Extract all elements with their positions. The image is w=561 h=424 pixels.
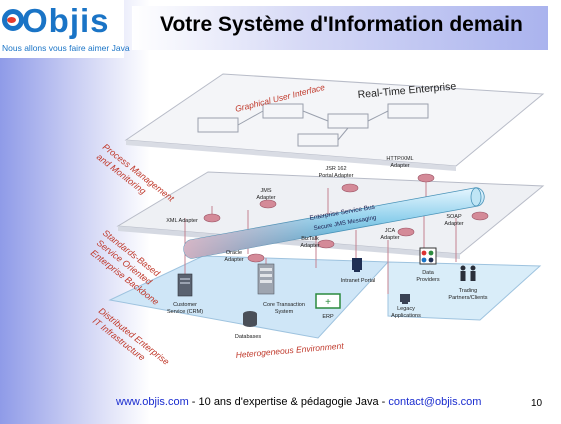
jsr-adapter-label-2: Portal Adapter [319,173,354,179]
core-label-2: System [275,309,294,315]
gui-layer-plane [124,73,545,167]
intranet-label: Intranet Portal [341,278,376,284]
erp-icon: + [315,293,341,309]
jms-adapter-label-1: JMS [261,188,272,194]
crm-label-2: Service (CRM) [167,309,203,315]
core-transaction-icon [257,263,275,295]
legacy-label-2: Applications [391,313,421,319]
biztalk-adapter-node [317,239,335,249]
soap-adapter-node [471,211,489,221]
jsr-adapter-node [341,183,359,193]
biztalk-adapter-label-2: Adapter [300,243,319,249]
oracle-adapter-node [247,253,265,263]
biztalk-adapter-label-1: BizTalk [301,236,319,242]
footer: www.objis.com - 10 ans d'expertise & péd… [116,396,481,408]
oracle-adapter-label-1: Oracle [226,250,242,256]
legacy-label-1: Legacy [397,306,415,312]
email-link[interactable]: contact@objis.com [388,396,482,408]
logo-text: Objis [22,2,110,39]
trading-label-2: Partners/Clients [448,295,487,301]
page-number: 10 [531,398,543,409]
data-providers-label-2: Providers [416,277,439,283]
http-adapter-label-1: HTTP/XML [386,156,413,162]
left-gradient-background [0,0,150,424]
soa-layer-edge [118,226,460,259]
data-providers-icon [419,247,437,265]
jca-adapter-node [397,227,415,237]
legacy-applications-icon [400,294,410,304]
http-adapter-label-2: Adapter [390,163,409,169]
jca-adapter-label-1: JCA [385,228,396,234]
erp-label: ERP [322,314,334,320]
logo-ring-icon [2,9,24,31]
crm-server-icon [177,273,193,297]
svg-text:+: + [325,297,331,308]
jsr-adapter-label-1: JSR 162 [325,166,346,172]
xml-adapter-label: XML Adapter [166,218,198,224]
infra-layer-plane-right [387,261,542,321]
trading-partners-icon [460,265,476,281]
oracle-adapter-label-2: Adapter [224,257,243,263]
website-link[interactable]: www.objis.com [116,396,189,408]
objis-logo: Objis Nous allons vous faire aimer Java [0,0,130,58]
trading-label-1: Trading [459,288,477,294]
gui-wireframe [197,103,429,147]
slide-title: Votre Système d'Information demain [160,13,523,36]
adapter-labels: XML Adapter JMS Adapter JSR 162 Portal A… [166,156,464,263]
soap-adapter-label-2: Adapter [444,221,463,227]
data-providers-label-1: Data [422,270,435,276]
core-label-1: Core Transaction [263,302,305,308]
http-adapter-node [417,173,435,183]
enterprise-architecture-diagram: Graphical User Interface Real-Time Enter… [89,73,545,367]
intranet-portal-icon [352,258,362,272]
databases-icon [243,311,257,327]
crm-label-1: Customer [173,302,197,308]
logo-dot-icon [7,17,16,23]
xml-adapter-node [203,213,221,223]
jms-adapter-label-2: Adapter [256,195,275,201]
soap-adapter-label-1: SOAP [446,214,462,220]
heterogeneous-label: Heterogeneous Environment [235,341,344,360]
logo-tagline: Nous allons vous faire aimer Java [2,43,130,53]
title-band [132,6,548,50]
jca-adapter-label-2: Adapter [380,235,399,241]
jms-adapter-node [259,199,277,209]
footer-text: - 10 ans d'expertise & pédagogie Java - [188,396,389,408]
adapter-nodes [203,173,489,263]
databases-label: Databases [235,334,262,340]
gui-layer-edge [126,140,456,171]
